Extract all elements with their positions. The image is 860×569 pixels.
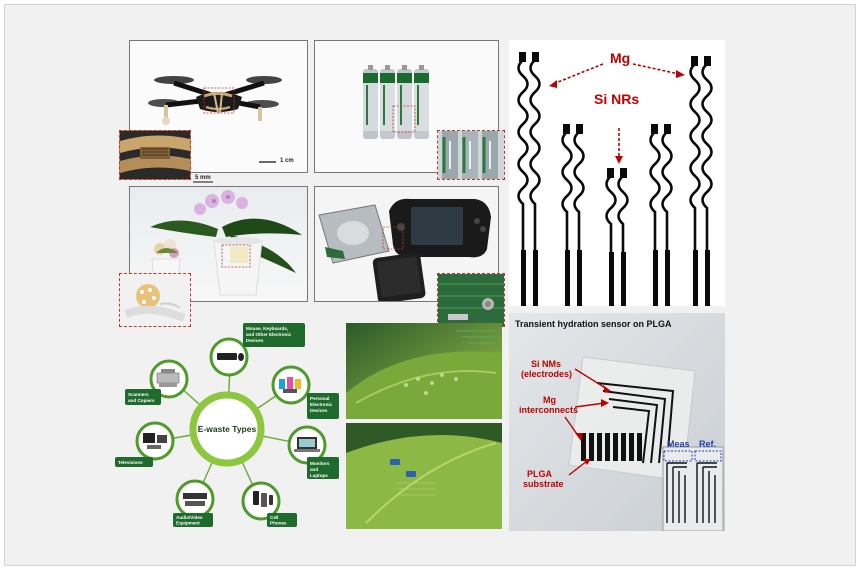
ewaste-node-1-label: Personal Electronic Devices [310,396,334,413]
drone-scale-label: 1 cm [280,158,294,164]
drone-inset-scale-label: 5 mm [195,175,211,181]
sensor-plga-sub-label: substrate [523,479,564,489]
drone-inset [119,130,191,180]
audio-video-icon [183,493,207,506]
sensor-ref-label: Ref. [699,439,716,449]
personal-devices-icon [279,377,301,393]
leaf-photo-top [346,323,502,419]
serpentine-mg-label: Mg [610,50,630,66]
copier-icon [156,369,180,387]
sensor-mg-sub-label: interconnects [519,405,578,415]
ewaste-center-label: E-waste Types [198,424,257,434]
ewaste-node-4-label: Audio/Video Equipment [176,515,204,526]
sensor-si-label: Si NMs [531,359,561,369]
serpentine-si-label: Si NRs [594,91,639,107]
leaf-photo-bottom [346,423,502,529]
sensor-mg-label: Mg [543,395,556,405]
sensor-si-sub-label: (electrodes) [521,369,572,379]
cell-phone-icon [253,491,273,507]
ewaste-node-2-label: Monitors and Laptops [310,461,331,478]
batteries-inset [437,130,505,180]
ewaste-node-5-label: Televisions [118,460,143,465]
sensor-plga-label: PLGA [527,469,553,479]
ewaste-node-6-label: Scanners and Copiers [128,392,155,403]
figure-frame: 1 cm 5 mm [4,4,856,566]
sensor-photo: Meas Ref. Transient hydration sensor on … [509,313,725,531]
keyboard-icon [217,353,244,361]
laptop-icon [294,437,320,452]
sensor-title: Transient hydration sensor on PLGA [515,319,672,329]
ewaste-node-0-label: Mouse, Keyboards, and Other Electronic D… [246,326,292,343]
flower-inset [119,273,191,327]
sensor-meas-label: Meas [667,439,690,449]
television-icon [143,433,167,449]
serpentine-panel: Mg Si NRs [509,40,725,306]
ewaste-diagram: E-waste Types [111,323,339,531]
ewaste-node-3-label: Cell Phones [270,515,287,526]
devices-inset [437,273,505,327]
